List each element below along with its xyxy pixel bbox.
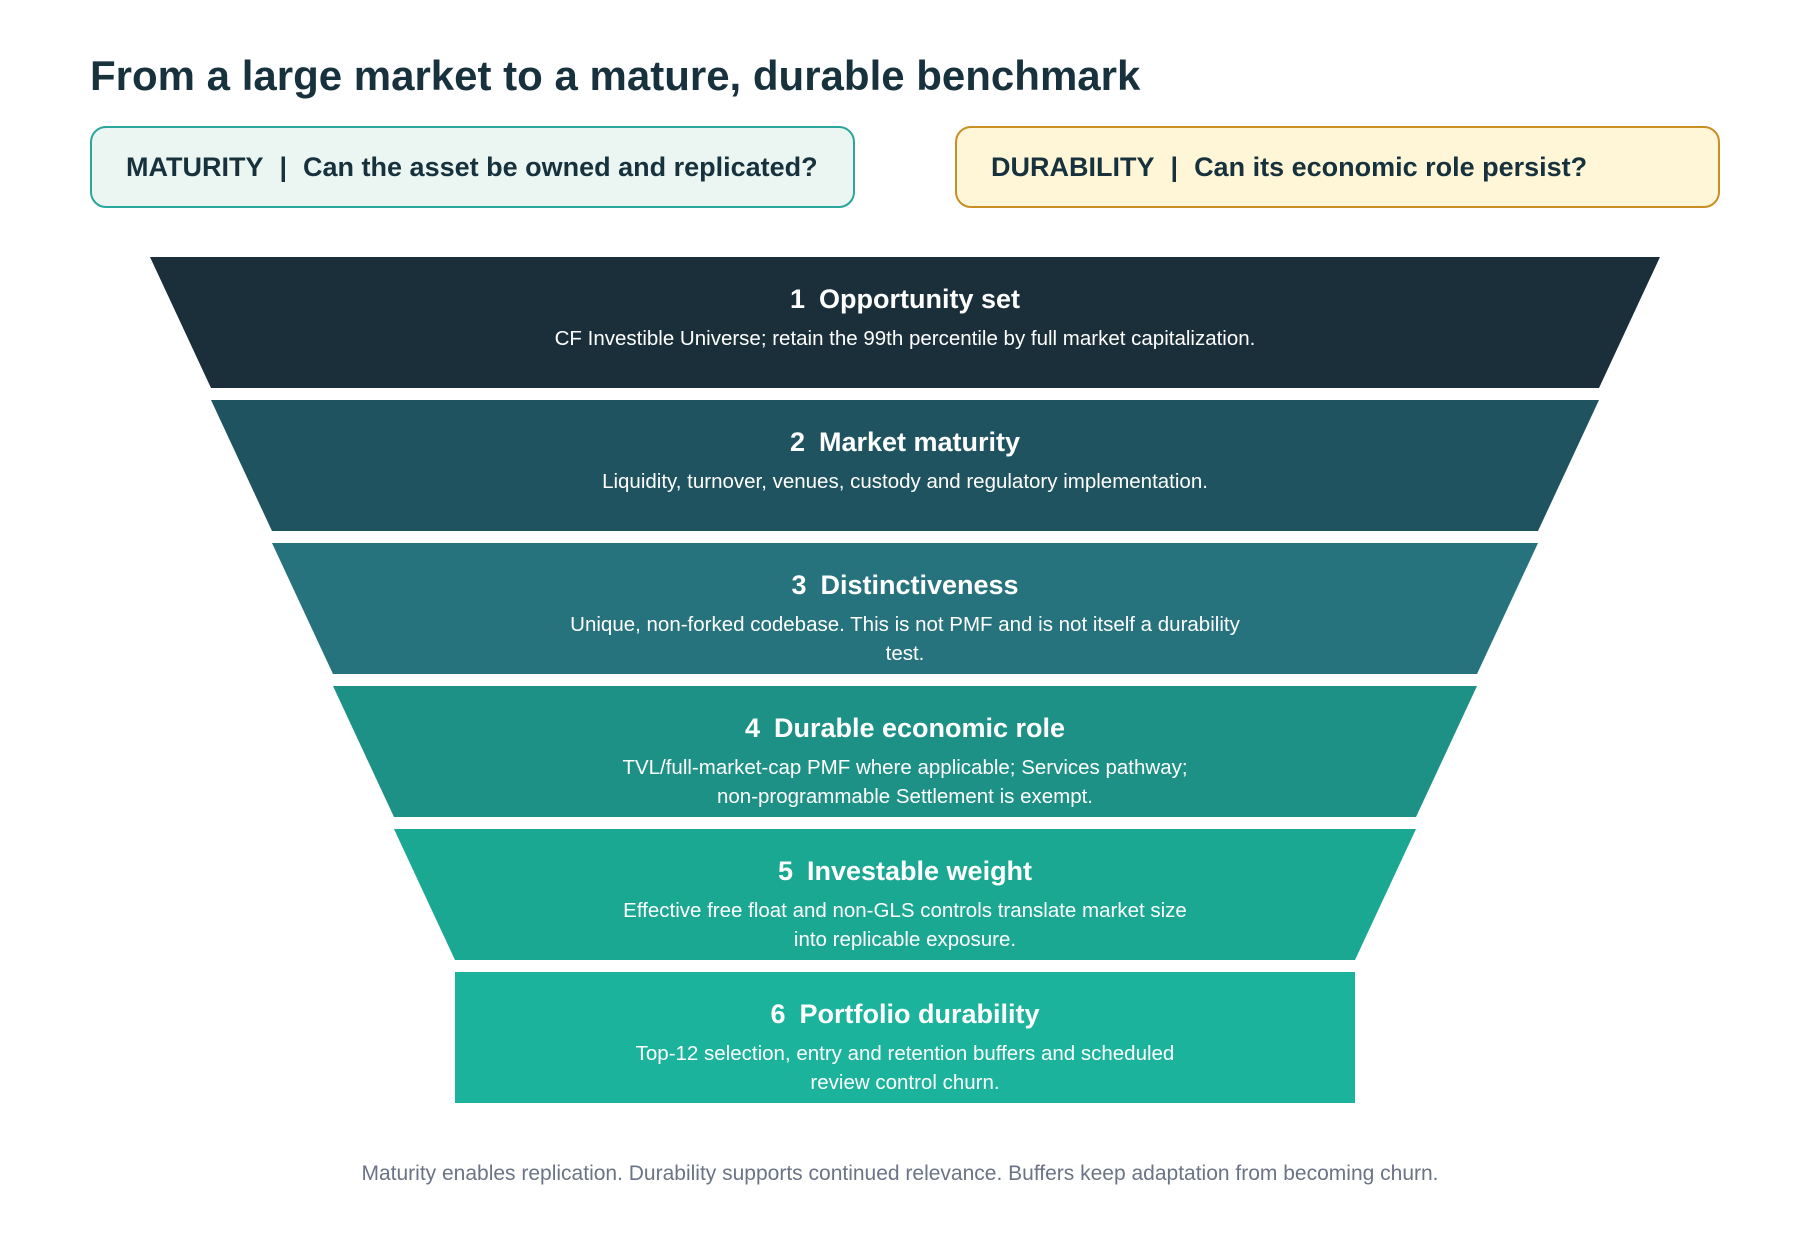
tier-description-line: Top-12 selection, entry and retention bu… (636, 1042, 1175, 1065)
tier-name: Distinctiveness (820, 570, 1018, 600)
tier-title: 4 Durable economic role (745, 713, 1065, 743)
tier-name: Durable economic role (774, 713, 1065, 743)
durability-separator: | (1170, 151, 1179, 182)
tier-number: 4 (745, 713, 760, 743)
tier-number: 5 (778, 856, 793, 886)
tier-shape (394, 829, 1416, 960)
tier-number: 2 (790, 427, 805, 457)
page-title: From a large market to a mature, durable… (90, 52, 1141, 99)
tier-description-line: into replicable exposure. (794, 928, 1016, 951)
tier-description-line: TVL/full-market-cap PMF where applicable… (622, 756, 1187, 779)
tier-description-line: review control churn. (810, 1071, 999, 1094)
tier-title: 5 Investable weight (778, 856, 1032, 886)
tier-number: 6 (770, 999, 785, 1029)
maturity-label: MATURITY (126, 151, 264, 182)
tier-shape (455, 972, 1355, 1103)
tier-description-line: Effective free float and non-GLS control… (623, 899, 1187, 922)
tier-shape (150, 257, 1660, 388)
maturity-header-box: MATURITY | Can the asset be owned and re… (90, 126, 855, 208)
funnel-tier-4: 4 Durable economic roleTVL/full-market-ca… (333, 686, 1477, 817)
tier-description-line: CF Investible Universe; retain the 99th … (555, 327, 1256, 350)
durability-question: Can its economic role persist? (1194, 151, 1588, 182)
tier-title: 3 Distinctiveness (791, 570, 1018, 600)
tier-name: Market maturity (819, 427, 1020, 457)
funnel-tier-1: 1 Opportunity set CF Investible Universe; … (150, 257, 1660, 388)
tier-description-line: Liquidity, turnover, venues, custody and… (602, 470, 1208, 493)
tier-name: Investable weight (807, 856, 1032, 886)
tier-description-line: test. (886, 642, 925, 665)
tier-title: 1 Opportunity set (790, 284, 1020, 314)
durability-label: DURABILITY (991, 151, 1155, 182)
tier-number: 1 (790, 284, 805, 314)
tier-number: 3 (791, 570, 806, 600)
tier-shape (211, 400, 1599, 531)
tier-shape (333, 686, 1477, 817)
tier-description-line: Unique, non-forked codebase. This is not… (570, 613, 1240, 636)
tier-title: 2 Market maturity (790, 427, 1020, 457)
footer-note: Maturity enables replication. Durability… (361, 1162, 1439, 1185)
maturity-question: Can the asset be owned and replicated? (303, 151, 818, 182)
tier-name: Opportunity set (819, 284, 1020, 314)
tier-name: Portfolio durability (800, 999, 1040, 1029)
maturity-separator: | (279, 151, 288, 182)
durability-header-box: DURABILITY | Can its economic role persi… (955, 126, 1720, 208)
tier-description-line: non-programmable Settlement is exempt. (717, 785, 1093, 808)
tier-title: 6 Portfolio durability (770, 999, 1039, 1029)
tier-shape (272, 543, 1538, 674)
